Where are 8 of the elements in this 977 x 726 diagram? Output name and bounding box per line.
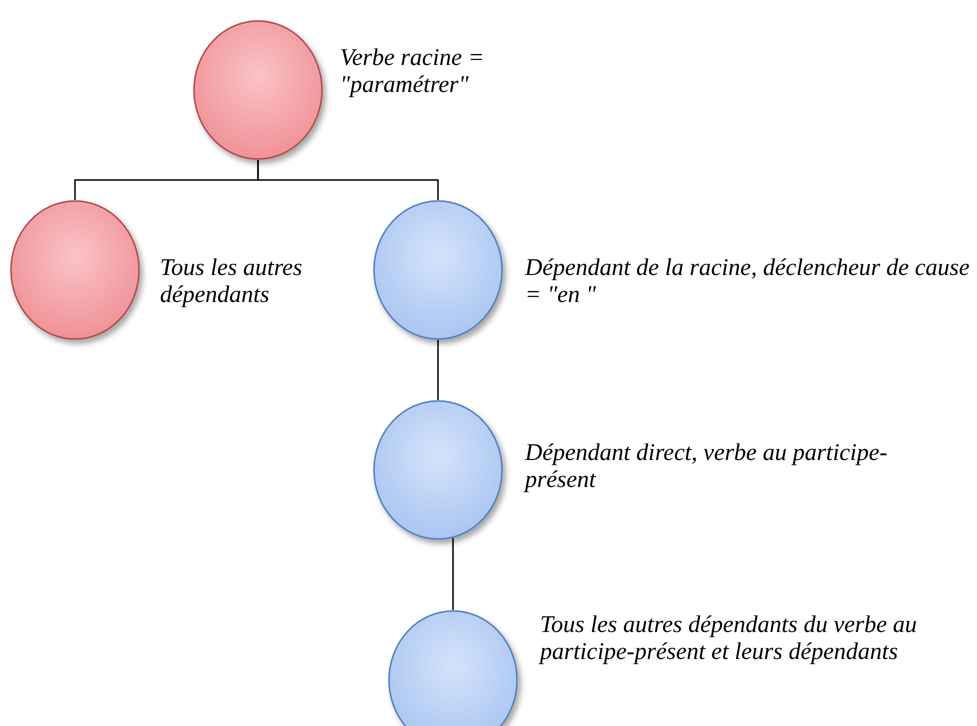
node-caption: Dépendant de la racine, déclencheur de cause = "en " xyxy=(525,255,971,309)
node-caption: Tous les autres dépendants du verbe au participe-présent et leurs dépendants xyxy=(540,612,918,666)
connector-line xyxy=(437,340,439,400)
node-caption: Verbe racine = "paramétrer" xyxy=(340,45,486,99)
node-caption: Tous les autres dépendants xyxy=(160,255,304,309)
node-caption: Dépendant direct, verbe au participe-présent xyxy=(525,440,888,494)
connector-line xyxy=(257,160,439,200)
connector-line xyxy=(452,538,454,610)
